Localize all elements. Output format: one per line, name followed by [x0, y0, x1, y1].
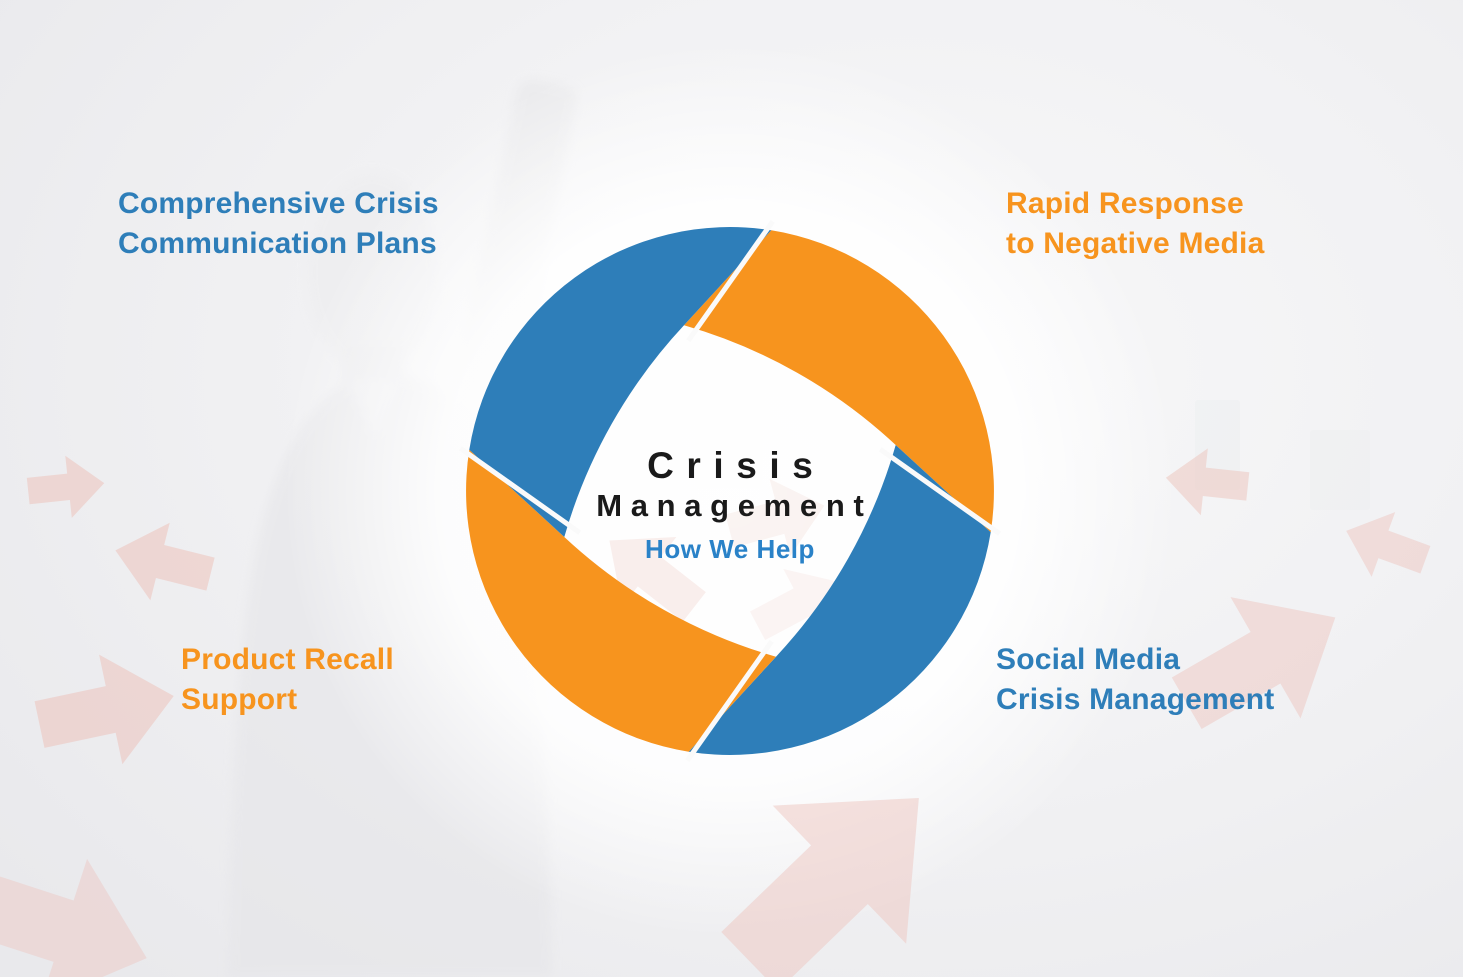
ring-glow [288, 49, 1172, 933]
arrow-icon [1346, 512, 1431, 577]
label-line: Product Recall [181, 643, 394, 676]
arrow-icon [721, 797, 919, 977]
title-management: Management [596, 488, 873, 523]
ring-segment-top-right [684, 230, 994, 533]
center-title-block: Crisis Management How We Help [530, 446, 930, 566]
label-line: Rapid Response [1006, 187, 1244, 220]
arrow-icon [1171, 597, 1336, 730]
label-comprehensive-crisis-communication-plans: Comprehensive Crisis Communication Plans [118, 184, 439, 264]
label-line: Social Media [996, 643, 1181, 676]
arrow-icon [1165, 448, 1250, 516]
arrow-icon [34, 654, 174, 765]
city-tower [1310, 430, 1370, 510]
label-social-media-crisis-management: Social Media Crisis Management [996, 640, 1274, 720]
label-product-recall-support: Product Recall Support [181, 640, 394, 720]
label-line: Support [181, 683, 298, 716]
ring-segment-bottom-left [466, 449, 776, 752]
label-rapid-response-to-negative-media: Rapid Response to Negative Media [1006, 184, 1264, 264]
ring-segment-bottom-right [688, 445, 991, 755]
segment-gap-line [686, 219, 775, 343]
segment-gap-line [685, 639, 774, 763]
arrow-icon [609, 536, 706, 622]
arrow-icon [0, 858, 147, 977]
label-line: Communication Plans [118, 227, 437, 260]
title-crisis: Crisis [647, 445, 826, 486]
arrow-icon [115, 522, 215, 601]
ring-segment-top-left [469, 227, 772, 537]
subtitle-how-we-help: How We Help [645, 534, 815, 564]
label-line: to Negative Media [1006, 227, 1265, 260]
label-line: Comprehensive Crisis [118, 187, 439, 220]
segment-gap-line [458, 446, 582, 535]
arrow-icon [26, 455, 105, 518]
label-line: Crisis Management [996, 683, 1275, 716]
segment-gap-line [878, 447, 1002, 536]
arrow-icon [725, 478, 825, 557]
